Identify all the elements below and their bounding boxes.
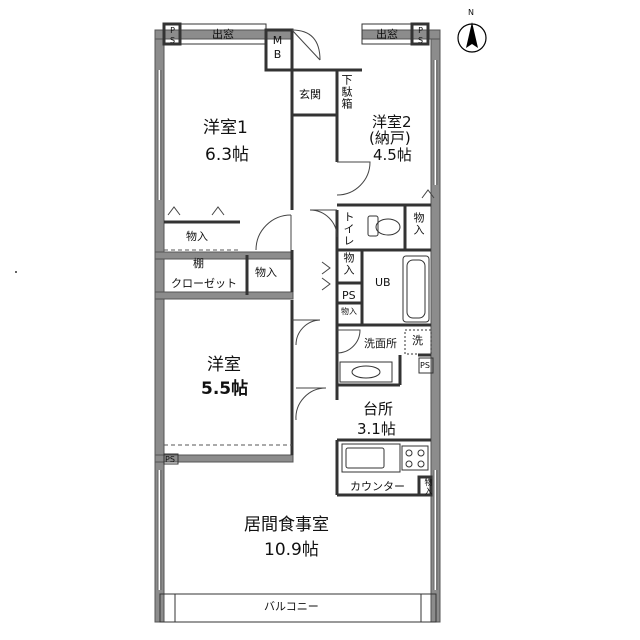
compass-icon [457, 22, 487, 53]
western1-name: 洋室1 [203, 118, 248, 138]
western1-size: 6.3帖 [205, 145, 250, 165]
western3-name: 洋室 [207, 355, 241, 375]
storage-corridor-label: 物入 [342, 252, 355, 276]
bay-windows [179, 23, 413, 45]
kitchen-size: 3.1帖 [357, 420, 396, 438]
living-size: 10.9帖 [264, 540, 319, 560]
ps-top-right-label: PS [416, 26, 425, 46]
ps-washroom-label: PS [420, 361, 430, 370]
balcony-label: バルコニー [264, 600, 319, 613]
kitchen-fixtures [341, 443, 429, 473]
storage-toilet-label: 物入 [412, 212, 425, 236]
bay-window-left-label: 出窓 [212, 28, 234, 41]
balcony-outline [159, 593, 437, 623]
ps-boxes [163, 357, 434, 465]
bay-window-right-label: 出窓 [376, 28, 398, 41]
ps-corridor-label: PS [342, 289, 356, 302]
window-marks [158, 60, 436, 590]
compass-label: N [468, 8, 474, 17]
stray-dot [15, 271, 17, 273]
ps-top-left-label: PS [168, 26, 177, 46]
toilet-fixture [367, 215, 401, 237]
storage-western1-label: 物入 [186, 230, 208, 243]
storage-counter-label: 物入 [424, 478, 433, 496]
shelf-label: 棚 [193, 257, 204, 270]
storage-closet-label: 物入 [255, 266, 277, 279]
closet-label: クローゼット [171, 277, 237, 290]
storage-small-label: 物入 [341, 307, 357, 316]
western3-size: 5.5帖 [201, 379, 249, 399]
washer-label: 洗 [412, 334, 423, 347]
ps-living-label: PS [165, 455, 175, 464]
toilet-label: トイレ [342, 211, 355, 247]
entrance-label: 玄関 [299, 88, 321, 101]
bathtub [402, 255, 430, 323]
interior-walls [162, 22, 433, 497]
sliding-door-marks [167, 189, 435, 291]
kitchen-name: 台所 [363, 400, 394, 418]
wash-basin [339, 361, 393, 383]
washer-space [404, 329, 432, 355]
counter-label: カウンター [350, 480, 405, 493]
living-name: 居間食事室 [244, 515, 329, 535]
door-swings [255, 29, 371, 421]
mb-label: MB [271, 34, 284, 62]
bath-label: UB [375, 276, 391, 289]
western2-name: 洋室2 [372, 113, 412, 131]
shoe-box-label: 下駄箱 [340, 74, 353, 110]
washroom-label: 洗面所 [364, 337, 397, 350]
window-panes [157, 60, 438, 590]
western2-sub: (納戸) [369, 129, 411, 147]
western2-size: 4.5帖 [373, 146, 412, 164]
